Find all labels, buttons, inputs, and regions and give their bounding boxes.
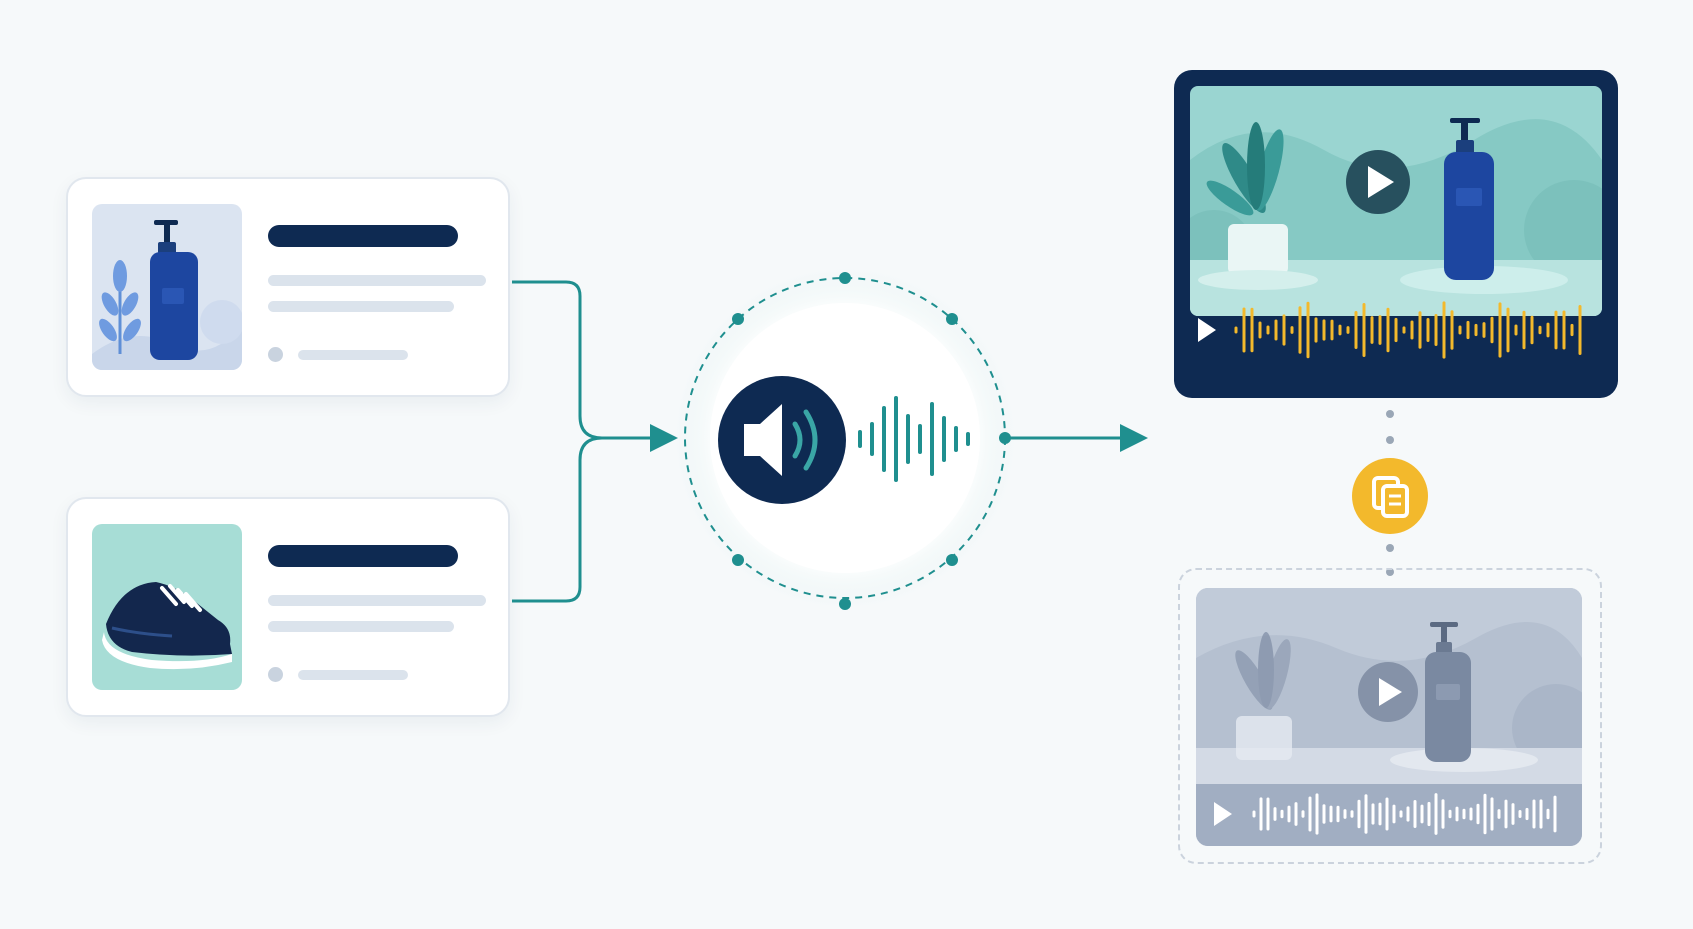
product-meta-line [298,350,408,360]
speaker-icon [718,376,846,504]
product-text-line [268,275,486,286]
plant-icon [1206,122,1288,274]
product-card-sneaker [66,497,510,717]
voice-waveform [858,396,970,482]
play-icon [1346,150,1410,214]
soap-bottle-icon [1444,118,1494,280]
product-thumbnail-sneaker [92,524,242,690]
play-icon [1214,802,1232,826]
product-thumbnail-soap [92,204,242,370]
connector-from-card-2 [512,436,603,603]
product-text-line [268,301,454,312]
product-card-soap [66,177,510,397]
audio-waveform [1252,793,1557,835]
product-title-bar [268,225,458,247]
video-frame-muted [1196,588,1582,846]
product-meta-dot [268,347,283,362]
sneaker-icon [102,582,232,670]
arrowhead-into-video [1120,424,1148,452]
product-meta-line [298,670,408,680]
soap-bottle-icon [92,220,242,370]
copy-icon [1372,476,1409,518]
product-title-bar [268,545,458,567]
soap-bottle-icon [1425,622,1471,762]
product-text-line [268,595,486,606]
play-icon [1198,318,1216,342]
audio-waveform [1234,301,1582,359]
product-meta-dot [268,667,283,682]
video-duplicate-frame [1178,568,1602,864]
product-text-line [268,621,454,632]
video-player-duplicate [1196,588,1582,846]
video-player-primary [1174,70,1618,398]
arrowhead-into-hub [650,424,678,452]
connector-from-card-1 [512,280,650,440]
play-icon [1358,662,1418,722]
hub-ring-dots [732,272,1011,610]
plant-icon [1235,632,1292,760]
copy-badge [1352,458,1428,534]
video-frame [1190,86,1602,359]
